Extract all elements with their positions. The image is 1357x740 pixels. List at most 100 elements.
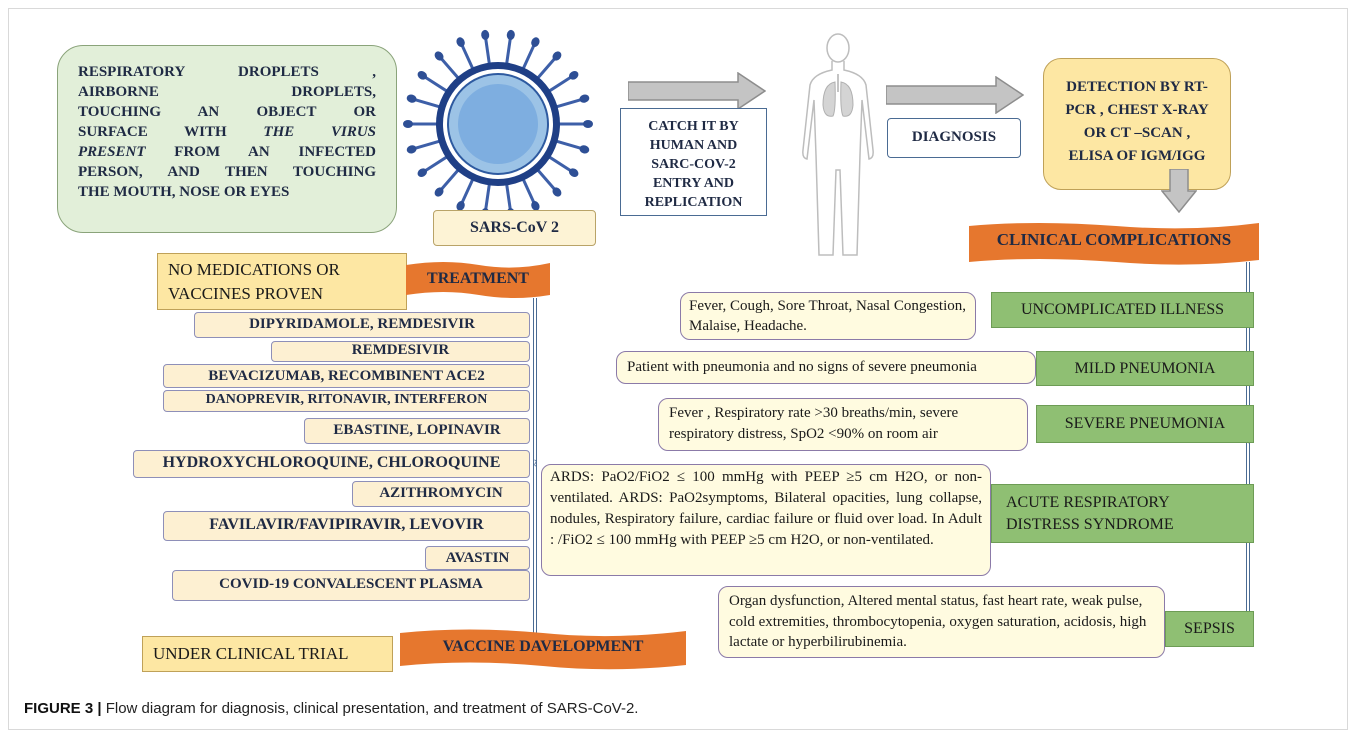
coronavirus-icon xyxy=(403,29,593,219)
human-body-icon xyxy=(802,33,874,256)
medication-item: FAVILAVIR/FAVIPIRAVIR, LEVOVIR xyxy=(163,511,530,541)
detection-line: DETECTION BY RT- xyxy=(1066,79,1208,95)
complications-banner: CLINICAL COMPLICATIONS xyxy=(996,230,1232,249)
virus-spike-head xyxy=(531,201,540,211)
complication-symptoms: Fever, Cough, Sore Throat, Nasal Congest… xyxy=(680,292,976,340)
virus-spike-head xyxy=(406,145,417,154)
virus-spike xyxy=(460,177,475,203)
virus-spike-head xyxy=(506,29,515,40)
down-arrow-icon xyxy=(1161,169,1197,213)
virus-spike xyxy=(547,155,572,172)
virus-spike xyxy=(521,45,536,71)
treatment-note-line: NO MEDICATIONS OR xyxy=(168,260,340,279)
virus-spike xyxy=(484,38,491,65)
treatment-note: NO MEDICATIONS OR VACCINES PROVEN xyxy=(157,253,407,310)
virus-spike xyxy=(415,139,441,150)
figure-caption: FIGURE 3 | Flow diagram for diagnosis, c… xyxy=(24,700,638,717)
medication-item: COVID-19 CONVALESCENT PLASMA xyxy=(172,570,530,601)
virus-spike xyxy=(555,98,581,109)
virus-spike-head xyxy=(552,187,562,197)
complication-symptoms: Fever , Respiratory rate >30 breaths/min… xyxy=(658,398,1028,451)
transmission-emphasis: PRESENT xyxy=(78,144,146,160)
virus-spike-head xyxy=(583,120,593,128)
complications-rail xyxy=(1246,262,1250,626)
virus-spike-head xyxy=(531,37,540,47)
virus-spike xyxy=(440,58,460,80)
virus-label: SARS-CoV 2 xyxy=(433,210,596,246)
virus-spike-head xyxy=(552,51,562,61)
right-arrow-icon xyxy=(628,72,766,110)
virus-spike xyxy=(521,177,536,203)
virus-spike xyxy=(484,183,491,210)
virus-spike xyxy=(547,76,572,93)
diagnosis-box: DIAGNOSIS xyxy=(887,118,1021,158)
virus-spike-head xyxy=(434,187,444,197)
virus-spike-head xyxy=(579,145,590,154)
complication-symptoms: Organ dysfunction, Altered mental status… xyxy=(718,586,1165,658)
vaccine-banner-shape xyxy=(400,629,686,670)
catch-line: REPLICATION xyxy=(644,195,743,210)
medication-item: AZITHROMYCIN xyxy=(352,481,530,507)
virus-spike-head xyxy=(568,168,579,177)
vaccine-note: UNDER CLINICAL TRIAL xyxy=(142,636,393,672)
transmission-line: PRESENT FROM AN INFECTED xyxy=(78,142,376,162)
catch-line: SARC-COV-2 xyxy=(651,157,736,172)
transmission-line: RESPIRATORY DROPLETS , xyxy=(78,64,376,80)
virus-spike-head xyxy=(456,37,465,47)
treatment-rail xyxy=(533,298,537,643)
virus-spike xyxy=(415,98,441,109)
detection-line: PCR , CHEST X-RAY xyxy=(1065,102,1209,118)
virus-spike-head xyxy=(417,168,428,177)
virus-spike-head xyxy=(417,71,428,80)
medication-item: EBASTINE, LOPINAVIR xyxy=(304,418,530,444)
virus-spike xyxy=(424,155,449,172)
detection-line: OR CT –SCAN , xyxy=(1083,125,1191,141)
complication-label: SEVERE PNEUMONIA xyxy=(1036,405,1254,443)
complication-label-line: DISTRESS SYNDROME xyxy=(1006,516,1174,533)
catch-line: HUMAN AND xyxy=(649,138,738,153)
medication-item: DANOPREVIR, RITONAVIR, INTERFERON xyxy=(163,390,530,412)
right-arrow-icon xyxy=(886,76,1024,114)
virus-spike xyxy=(424,76,449,93)
complications-banner-shape xyxy=(969,223,1259,265)
catch-line: ENTRY AND xyxy=(652,176,735,191)
treatment-note-line: VACCINES PROVEN xyxy=(168,284,324,303)
complication-symptoms: Patient with pneumonia and no signs of s… xyxy=(616,351,1036,384)
virus-spike xyxy=(555,139,581,150)
transmission-line: THE MOUTH, NOSE OR EYES xyxy=(78,184,290,200)
rail-curl-icon: ~ xyxy=(526,459,542,467)
complication-symptoms: ARDS: PaO2/FiO2 ≤ 100 mmHg with PEEP ≥5 … xyxy=(541,464,991,576)
complication-label: UNCOMPLICATED ILLNESS xyxy=(991,292,1254,328)
transmission-text: FROM AN INFECTED xyxy=(145,144,376,160)
medication-item: DIPYRIDAMOLE, REMDESIVIR xyxy=(194,312,530,338)
medication-item: AVASTIN xyxy=(425,546,530,570)
virus-spike-head xyxy=(434,51,444,61)
detection-box: DETECTION BY RT- PCR , CHEST X-RAY OR CT… xyxy=(1043,58,1231,190)
virus-spike xyxy=(505,183,512,210)
complication-label-line: ACUTE RESPIRATORY xyxy=(1006,494,1170,511)
virus-spike-head xyxy=(403,120,413,128)
medication-item: HYDROXYCHLOROQUINE, CHLOROQUINE xyxy=(133,450,530,478)
medication-item: BEVACIZUMAB, RECOMBINENT ACE2 xyxy=(163,364,530,388)
virus-spike-head xyxy=(406,94,417,103)
detection-line: ELISA OF IGM/IGG xyxy=(1068,148,1206,164)
transmission-line: AIRBORNE DROPLETS, xyxy=(78,84,376,100)
transmission-emphasis: THE VIRUS xyxy=(263,124,377,140)
complication-label: SEPSIS xyxy=(1165,611,1254,647)
transmission-text: SURFACE WITH xyxy=(78,124,264,140)
treatment-banner: TREATMENT xyxy=(427,270,529,287)
medication-item: REMDESIVIR xyxy=(271,341,530,362)
virus-spike-head xyxy=(568,71,579,80)
transmission-box: RESPIRATORY DROPLETS , AIRBORNE DROPLETS… xyxy=(57,45,397,233)
virus-spike-head xyxy=(481,29,490,40)
virus-spike xyxy=(505,38,512,65)
transmission-line: TOUCHING AN OBJECT OR xyxy=(78,104,376,120)
complication-label: ACUTE RESPIRATORY DISTRESS SYNDROME xyxy=(991,484,1254,543)
caption-label: FIGURE 3 | xyxy=(24,700,102,717)
vaccine-banner: VACCINE DAVELOPMENT xyxy=(442,638,644,655)
virus-spike-head xyxy=(579,94,590,103)
virus-spike xyxy=(460,45,475,71)
catch-line: CATCH IT BY xyxy=(648,119,739,134)
virus-spike xyxy=(536,58,556,80)
virus-spike xyxy=(536,168,556,190)
